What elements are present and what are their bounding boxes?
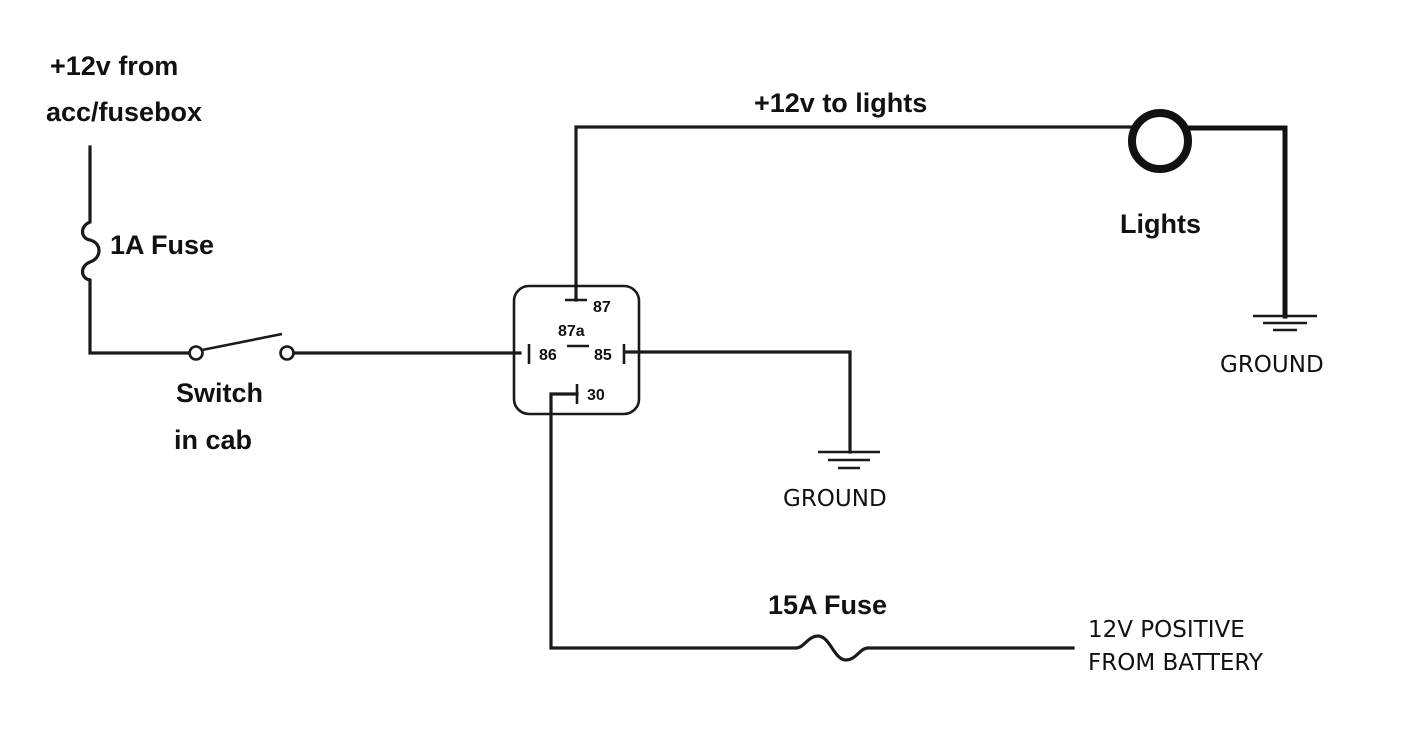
switch-contact-right (279, 345, 295, 361)
wire-30-to-battery (549, 392, 1075, 662)
ground-symbol-lights (1253, 314, 1317, 332)
switch-contact-left (188, 345, 204, 361)
wire-85-to-ground (623, 350, 852, 454)
relay-pin-86: 86 (539, 347, 557, 364)
label-ground-relay: GROUND (783, 486, 887, 512)
relay-pin-30: 30 (587, 387, 605, 404)
label-switch-line2: in cab (174, 425, 252, 455)
label-lights: Lights (1120, 209, 1201, 239)
ground-symbol-relay (818, 450, 880, 470)
label-battery-line1: 12V POSITIVE (1088, 617, 1245, 643)
lights-bulb (1128, 109, 1192, 173)
relay-pin-87a: 87a (558, 323, 585, 340)
label-fuse-1a: 1A Fuse (110, 230, 214, 260)
label-ground-lights: GROUND (1220, 352, 1324, 378)
label-source-line1: +12v from (50, 51, 178, 81)
wire-acc-feed (80, 145, 190, 355)
label-to-lights: +12v to lights (754, 88, 927, 118)
label-source-line2: acc/fusebox (46, 97, 202, 127)
relay-pin-87: 87 (593, 299, 611, 316)
label-fuse-15a: 15A Fuse (768, 590, 887, 620)
relay-pin-85: 85 (594, 347, 612, 364)
wire-87-to-lights (574, 125, 1134, 302)
switch-lever (201, 332, 283, 352)
wire-lights-to-ground (1185, 125, 1288, 319)
label-switch-line1: Switch (176, 378, 263, 408)
switch-symbol (188, 332, 295, 361)
label-battery-line2: FROM BATTERY (1088, 650, 1264, 676)
relay: 87 87a 86 85 30 (512, 284, 641, 416)
